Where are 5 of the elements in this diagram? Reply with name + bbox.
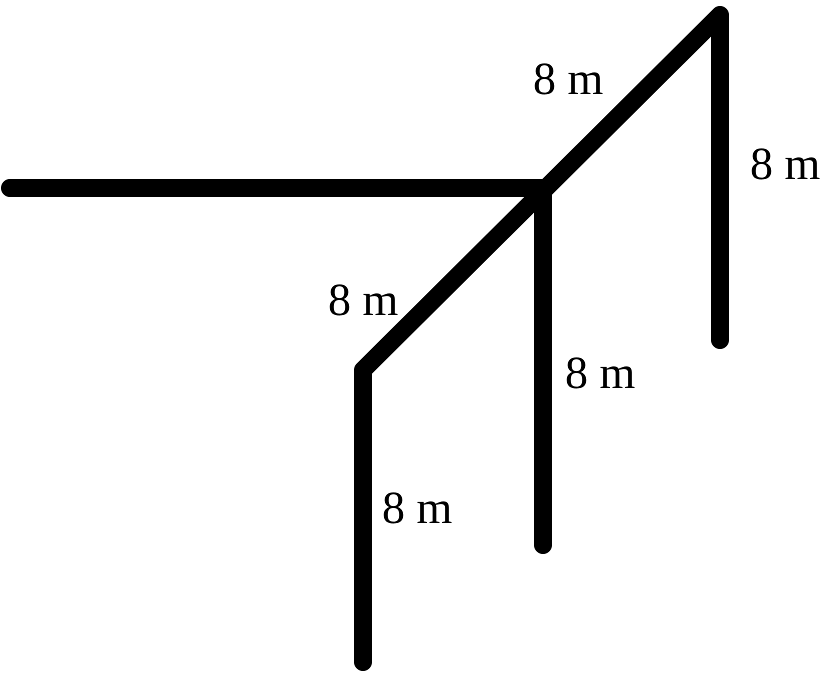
dimension-label: 8 m bbox=[565, 350, 636, 396]
dimension-label: 8 m bbox=[533, 56, 604, 102]
dimension-label: 8 m bbox=[328, 277, 398, 323]
dimension-label: 8 m bbox=[382, 485, 452, 531]
dimension-label: 8 m bbox=[750, 141, 820, 187]
